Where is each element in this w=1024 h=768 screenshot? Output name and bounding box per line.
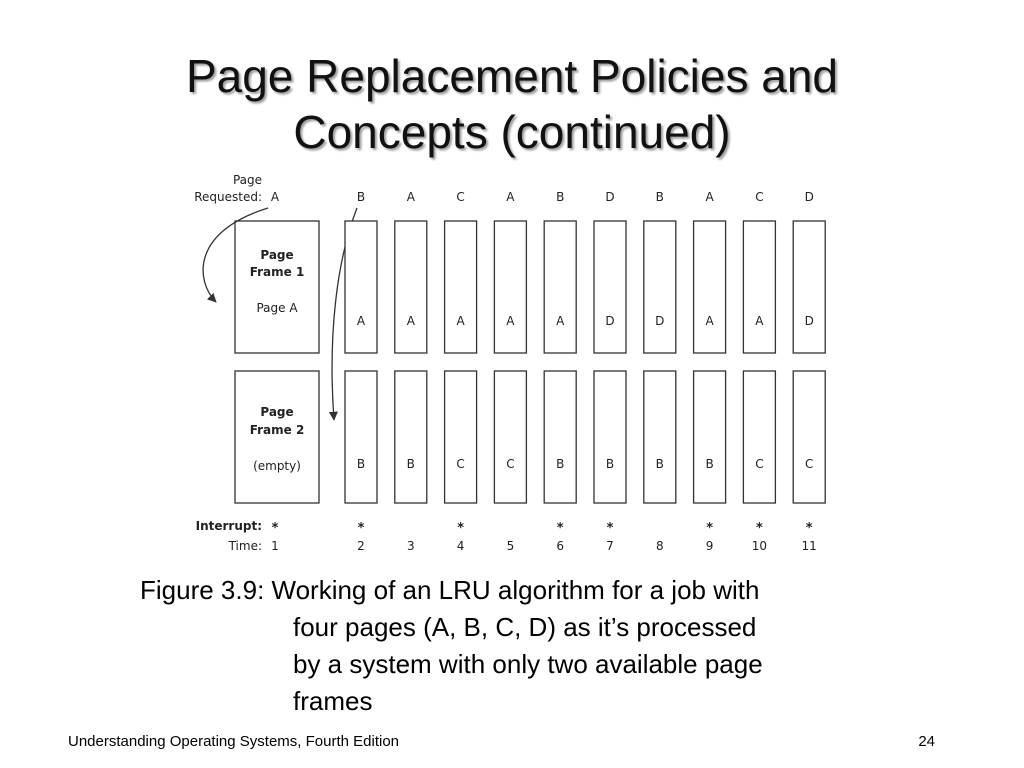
time-label: Time: bbox=[228, 539, 262, 553]
time-label-3: 3 bbox=[407, 539, 415, 553]
page-request-2: B bbox=[357, 190, 365, 204]
time-label-6: 6 bbox=[556, 539, 564, 553]
interrupt-mark-time-1: * bbox=[272, 521, 279, 536]
page-request-6: B bbox=[556, 190, 564, 204]
interrupt-mark-time-4: * bbox=[457, 521, 464, 536]
frame-2-content-time-6: B bbox=[556, 457, 564, 471]
frame-1-box-time-3 bbox=[394, 220, 428, 354]
frame-1-content-time-6: A bbox=[556, 314, 565, 328]
frame-1-content-time-8: D bbox=[655, 314, 664, 328]
frame-1-content-time-4: A bbox=[456, 314, 465, 328]
frame-1-box-time-6 bbox=[543, 220, 577, 354]
arrow-request-a-to-frame-1 bbox=[202, 207, 269, 303]
time-label-1: 1 bbox=[271, 539, 279, 553]
frame-2-box-time-9 bbox=[692, 370, 727, 504]
interrupt-mark-time-9: * bbox=[706, 521, 713, 536]
page-request-9: A bbox=[705, 190, 714, 204]
frame-2-box-time-6 bbox=[543, 370, 577, 504]
page-request-4: C bbox=[456, 190, 464, 204]
footer-page-number: 24 bbox=[918, 733, 935, 750]
figure-caption: Figure 3.9: Working of an LRU algorithm … bbox=[140, 572, 900, 720]
frame-1-box-time-4 bbox=[443, 220, 478, 354]
frame-2-content-time-5: C bbox=[506, 457, 514, 471]
frame-2-content-time-4: C bbox=[456, 457, 464, 471]
time-label-10: 10 bbox=[752, 539, 767, 553]
caption-line-4: frames bbox=[293, 686, 373, 716]
frame-1-initial-content: Page A bbox=[256, 301, 298, 315]
frame-1-content-time-3: A bbox=[407, 314, 416, 328]
steps-layer: A * 1 B A B * 2 A A B 3 C A C * 4 A A C 5 B A B * 6 D D B * 7 B D B 8 A A B * 9… bbox=[271, 190, 826, 553]
frame-1-initial-box bbox=[234, 220, 320, 354]
page-request-7: D bbox=[605, 190, 614, 204]
interrupt-mark-time-10: * bbox=[756, 521, 763, 536]
page-request-1: A bbox=[271, 190, 280, 204]
frame-2-content-time-7: B bbox=[606, 457, 614, 471]
frame-1-title-line-1: Page bbox=[260, 248, 293, 262]
caption-line-2: four pages (A, B, C, D) as it’s processe… bbox=[293, 612, 757, 642]
page-request-11: D bbox=[805, 190, 814, 204]
frame-1-box-time-8 bbox=[643, 220, 677, 354]
frame-2-content-time-3: B bbox=[407, 457, 415, 471]
frame-2-box-time-3 bbox=[394, 370, 428, 504]
frame-2-box-time-4 bbox=[443, 370, 478, 504]
time-label-11: 11 bbox=[802, 539, 817, 553]
page-requested-label-line-2: Requested: bbox=[194, 190, 262, 204]
frame-1-content-time-9: A bbox=[705, 314, 714, 328]
frame-2-content-time-11: C bbox=[805, 457, 813, 471]
frame-1-box-time-5 bbox=[493, 220, 528, 354]
time-label-8: 8 bbox=[656, 539, 664, 553]
frame-1-content-time-2: A bbox=[357, 314, 366, 328]
page-request-8: B bbox=[656, 190, 664, 204]
frame-1-content-time-11: D bbox=[805, 314, 814, 328]
page-requested-label-line-1: Page bbox=[233, 173, 262, 187]
page-request-5: A bbox=[506, 190, 515, 204]
frame-1-title-line-2: Frame 1 bbox=[250, 265, 305, 279]
frame-2-box-time-5 bbox=[493, 370, 528, 504]
time-label-7: 7 bbox=[606, 539, 614, 553]
frame-2-box-time-10 bbox=[742, 370, 777, 504]
slide-title-line-2: Concepts (continued) bbox=[293, 106, 731, 158]
frame-1-box-time-7 bbox=[593, 220, 627, 354]
time-label-4: 4 bbox=[457, 539, 465, 553]
frame-2-box-time-8 bbox=[643, 370, 677, 504]
frame-2-initial-content: (empty) bbox=[253, 459, 301, 473]
interrupt-label: Interrupt: bbox=[196, 519, 262, 533]
caption-line-1: Figure 3.9: Working of an LRU algorithm … bbox=[140, 575, 760, 605]
interrupt-mark-time-6: * bbox=[557, 521, 564, 536]
frame-2-box-time-7 bbox=[593, 370, 627, 504]
time-label-2: 2 bbox=[357, 539, 365, 553]
frame-2-initial-box bbox=[234, 370, 320, 504]
frame-1-box-time-9 bbox=[692, 220, 727, 354]
frame-2-title-line-1: Page bbox=[260, 405, 293, 419]
frame-1-box-time-10 bbox=[742, 220, 777, 354]
frame-1-content-time-10: A bbox=[755, 314, 764, 328]
frame-2-content-time-2: B bbox=[357, 457, 365, 471]
interrupt-mark-time-7: * bbox=[607, 521, 614, 536]
frame-1-box-time-2 bbox=[344, 220, 378, 354]
caption-line-3: by a system with only two available page bbox=[293, 649, 763, 679]
slide-title: Page Replacement Policies and Concepts (… bbox=[0, 48, 1024, 160]
frame-1-box-time-11 bbox=[792, 220, 826, 354]
frame-2-content-time-9: B bbox=[705, 457, 713, 471]
page-request-3: A bbox=[407, 190, 416, 204]
page-request-10: C bbox=[755, 190, 763, 204]
slide-title-line-1: Page Replacement Policies and bbox=[185, 50, 839, 102]
frame-2-content-time-10: C bbox=[755, 457, 763, 471]
time-label-5: 5 bbox=[507, 539, 515, 553]
frame-2-box-time-2 bbox=[344, 370, 378, 504]
frame-1-content-time-7: D bbox=[605, 314, 614, 328]
frame-2-content-time-8: B bbox=[656, 457, 664, 471]
frame-1-content-time-5: A bbox=[506, 314, 515, 328]
interrupt-mark-time-11: * bbox=[806, 521, 813, 536]
frame-2-box-time-11 bbox=[792, 370, 826, 504]
time-label-9: 9 bbox=[706, 539, 714, 553]
frame-2-title-line-2: Frame 2 bbox=[250, 423, 305, 437]
interrupt-mark-time-2: * bbox=[358, 521, 365, 536]
footer-book-title: Understanding Operating Systems, Fourth … bbox=[68, 733, 400, 750]
